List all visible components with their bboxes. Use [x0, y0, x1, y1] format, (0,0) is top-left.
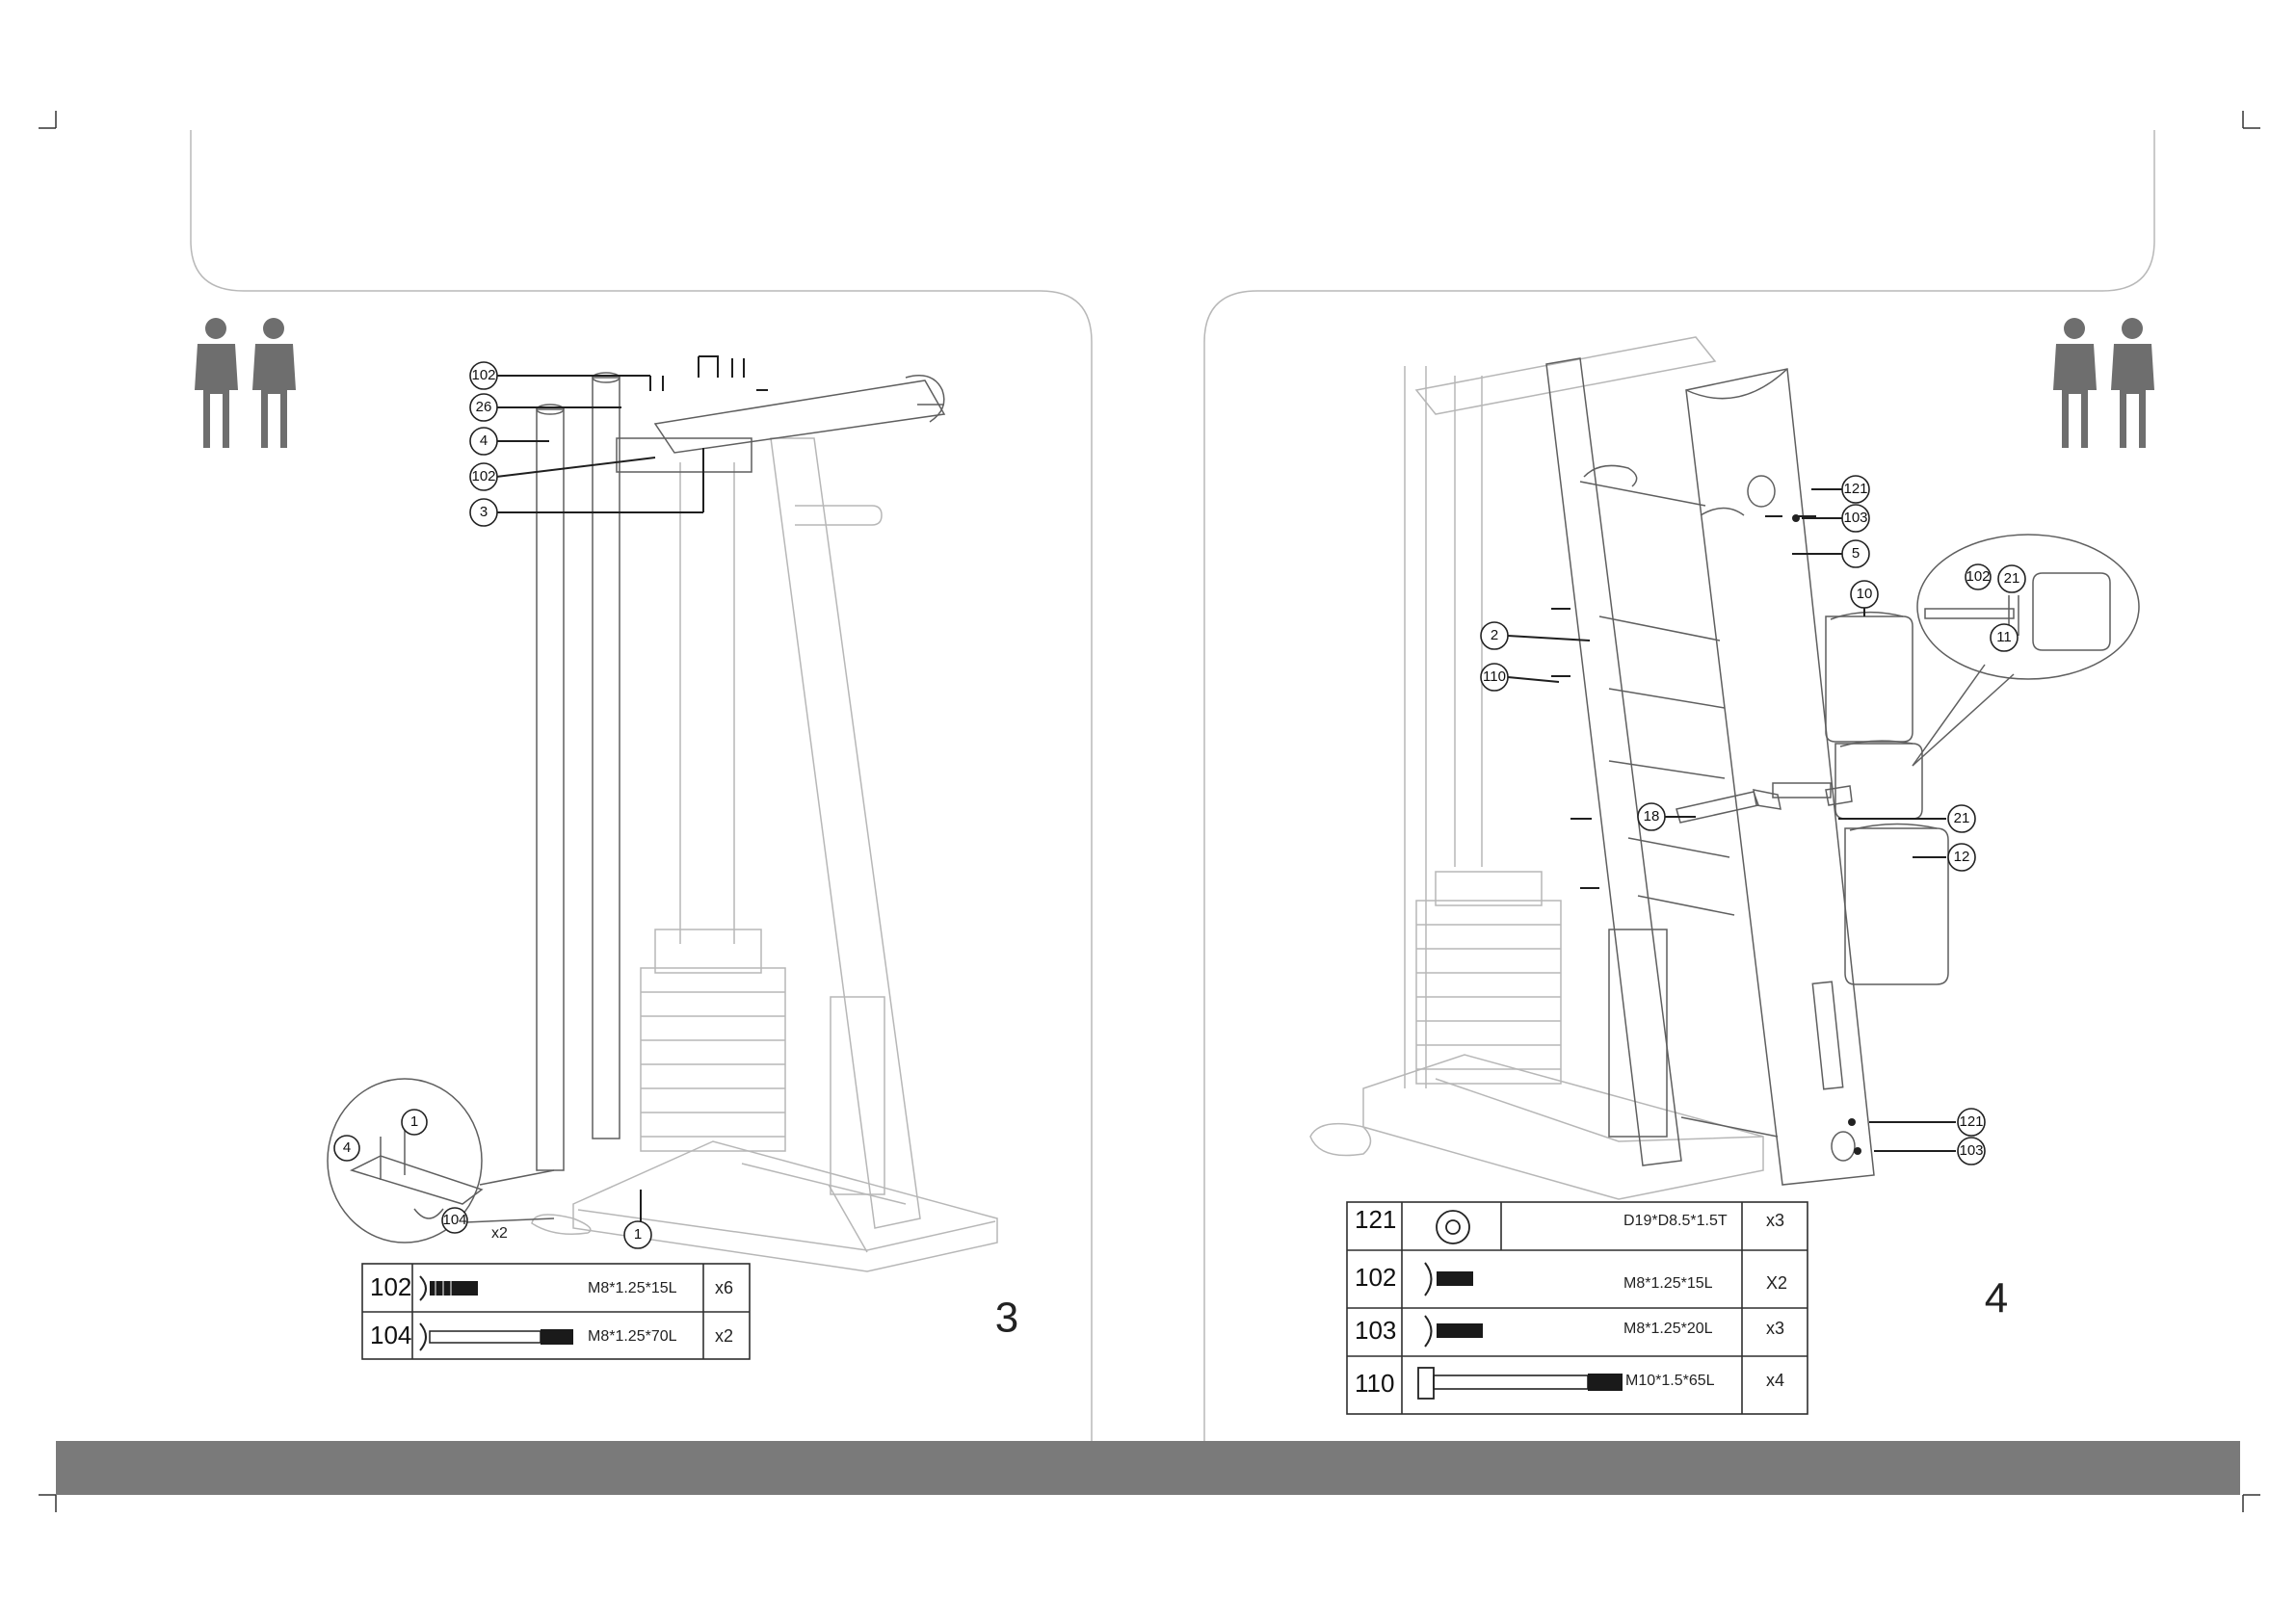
svg-text:1: 1 — [634, 1226, 642, 1243]
right-table-row-2-qty: X2 — [1766, 1273, 1787, 1293]
detail-multiplier: x2 — [491, 1225, 508, 1242]
right-table-row-3-spec: M8*1.25*20L — [1623, 1321, 1713, 1337]
left-table-row-2-id: 104 — [370, 1321, 411, 1349]
svg-text:21: 21 — [2004, 570, 2020, 587]
svg-text:26: 26 — [476, 399, 492, 415]
right-table-row-1-qty: x3 — [1766, 1211, 1784, 1230]
left-table-row-1-id: 102 — [370, 1272, 411, 1301]
svg-text:121: 121 — [1843, 481, 1867, 497]
medium-bolt-icon — [1425, 1316, 1483, 1347]
left-table-row-2-qty: x2 — [715, 1326, 733, 1346]
right-table-row-1-id: 121 — [1355, 1205, 1396, 1234]
svg-text:4: 4 — [343, 1139, 351, 1156]
right-table-row-4-qty: x4 — [1766, 1371, 1784, 1390]
left-table-row-1-spec: M8*1.25*15L — [588, 1280, 677, 1296]
step-3-number: 3 — [995, 1295, 1018, 1342]
hex-bolt-icon — [1418, 1368, 1623, 1399]
crop-marks — [39, 111, 2260, 1512]
svg-text:18: 18 — [1644, 808, 1660, 825]
washer-icon — [1437, 1211, 1469, 1243]
svg-text:104: 104 — [442, 1212, 466, 1228]
two-person-icon-right — [2053, 318, 2154, 448]
svg-text:21: 21 — [1954, 810, 1970, 826]
left-callouts: 102 26 4 102 3 1 4 1 104 x2 — [334, 362, 651, 1248]
right-table-row-2-id: 102 — [1355, 1263, 1396, 1292]
right-table-row-2-spec: M8*1.25*15L — [1623, 1275, 1713, 1292]
right-hardware-table: 121 D19*D8.5*1.5T x3 102 M8*1.25*15L X2 … — [1347, 1202, 1808, 1414]
bottom-bar — [56, 1441, 2240, 1495]
left-hardware-table: 102 M8*1.25*15L x6 104 M8*1.25*70L x2 — [362, 1264, 750, 1359]
svg-text:2: 2 — [1491, 627, 1498, 643]
right-table-row-4-id: 110 — [1355, 1369, 1394, 1398]
right-table-row-3-id: 103 — [1355, 1316, 1396, 1345]
svg-text:102: 102 — [1966, 568, 1990, 585]
svg-text:3: 3 — [480, 504, 488, 520]
left-assembly-drawing: 102 26 4 102 3 1 4 1 104 x2 — [328, 356, 997, 1271]
svg-text:102: 102 — [471, 468, 495, 484]
short-bolt-icon — [1425, 1263, 1473, 1296]
svg-text:11: 11 — [1996, 629, 2012, 645]
short-bolt-icon — [420, 1276, 478, 1300]
long-bolt-icon — [420, 1323, 573, 1350]
svg-text:5: 5 — [1852, 545, 1860, 562]
left-table-row-2-spec: M8*1.25*70L — [588, 1328, 677, 1345]
right-detail-bubble — [1917, 535, 2139, 679]
svg-text:4: 4 — [480, 432, 488, 449]
right-table-row-3-qty: x3 — [1766, 1319, 1784, 1338]
step-4-number: 4 — [1985, 1275, 2008, 1322]
left-table-row-1-qty: x6 — [715, 1278, 733, 1297]
svg-text:103: 103 — [1843, 510, 1867, 526]
svg-text:10: 10 — [1857, 586, 1873, 602]
two-person-icon-left — [195, 318, 296, 448]
right-table-row-1-spec: D19*D8.5*1.5T — [1623, 1213, 1728, 1229]
svg-text:121: 121 — [1959, 1113, 1983, 1130]
svg-text:1: 1 — [410, 1113, 418, 1130]
right-assembly-drawing: 121 103 5 10 102 21 11 2 110 18 — [1310, 337, 2139, 1199]
svg-text:102: 102 — [471, 367, 495, 383]
right-callouts: 121 103 5 10 102 21 11 2 110 18 — [1481, 476, 2025, 1165]
right-table-row-4-spec: M10*1.5*65L — [1625, 1373, 1715, 1389]
svg-text:103: 103 — [1959, 1142, 1983, 1159]
svg-text:110: 110 — [1483, 668, 1506, 685]
svg-text:12: 12 — [1954, 849, 1970, 865]
